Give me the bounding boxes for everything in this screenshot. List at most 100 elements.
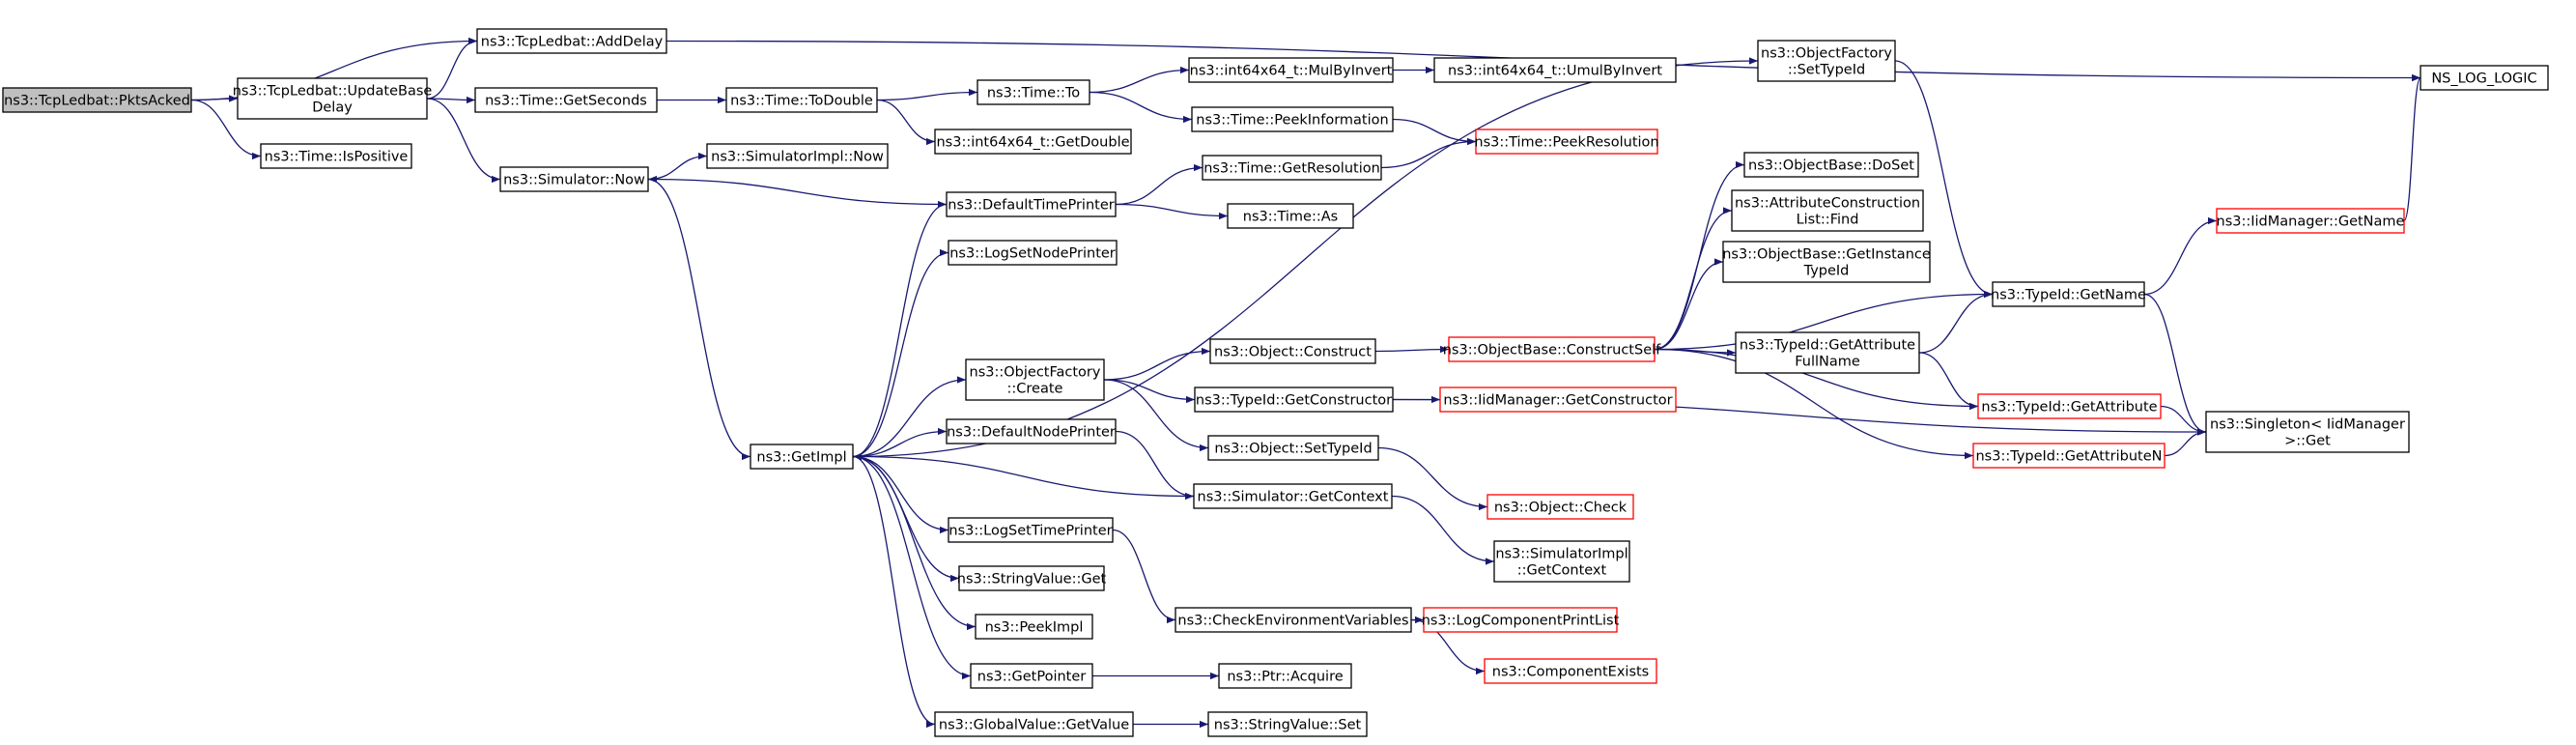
edge-objsettypeid-to-objcheck [1377, 446, 1488, 511]
node-tidgetattrn[interactable]: ns3::TypeId::GetAttributeN [1972, 443, 2166, 469]
edge-line [1391, 495, 1495, 565]
edge-updatebase-to-simnow [426, 98, 501, 184]
edge-ofsettypeid-to-tidgetname [1894, 60, 1994, 299]
node-box [948, 240, 1118, 266]
node-label: ns3::Singleton< IidManager [2210, 417, 2405, 433]
node-checkenv[interactable]: ns3::CheckEnvironmentVariables [1175, 607, 1412, 633]
node-ispositive[interactable]: ns3::Time::IsPositive [260, 143, 412, 169]
edge-getimpl-to-deftimeprinter [852, 200, 948, 458]
edge-line [1654, 348, 1974, 460]
node-getseconds[interactable]: ns3::Time::GetSeconds [474, 87, 658, 113]
node-simgetcontext[interactable]: ns3::Simulator::GetContext [1193, 483, 1393, 509]
node-label: ns3::Time::GetSeconds [485, 94, 647, 109]
node-adddelay[interactable]: ns3::TcpLedbat::AddDelay [476, 28, 667, 54]
node-peekres[interactable]: ns3::Time::PeekResolution [1474, 129, 1659, 155]
node-box [706, 143, 889, 169]
node-ofcreate[interactable]: ns3::ObjectFactory::Create [965, 358, 1105, 401]
node-logcomplist[interactable]: ns3::LogComponentPrintList [1422, 607, 1620, 633]
node-simimplnow[interactable]: ns3::SimulatorImpl::Now [706, 143, 889, 169]
edge-line [1654, 348, 1979, 411]
edge-tidgetname-to-singletonget [2143, 293, 2207, 436]
node-getdouble[interactable]: ns3::int64x64_t::GetDouble [934, 129, 1132, 155]
edge-line [852, 427, 948, 458]
node-label: ns3::TypeId::GetAttributeN [1975, 449, 2162, 465]
node-mulbyinvert[interactable]: ns3::int64x64_t::MulByInvert [1188, 57, 1394, 83]
node-label: ns3::ObjectBase::DoSet [1748, 158, 1914, 174]
node-obconstructself[interactable]: ns3::ObjectBase::ConstructSelf [1443, 336, 1661, 362]
edge-line [852, 455, 972, 680]
edge-objconstruct-to-obconstructself [1374, 345, 1450, 354]
edge-line [1410, 618, 1486, 675]
edge-line [2143, 293, 2207, 436]
node-tidgetctor[interactable]: ns3::TypeId::GetConstructor [1194, 387, 1394, 413]
edges-layer [190, 37, 2421, 729]
node-iidgetctor[interactable]: ns3::IidManager::GetConstructor [1439, 387, 1677, 413]
node-timeto[interactable]: ns3::Time::To [977, 79, 1090, 105]
node-label: ns3::int64x64_t::UmulByInvert [1448, 64, 1662, 79]
node-simnow[interactable]: ns3::Simulator::Now [499, 166, 649, 192]
node-todouble[interactable]: ns3::Time::ToDouble [725, 87, 878, 113]
node-objcheck[interactable]: ns3::Object::Check [1486, 494, 1634, 520]
edge-obconstructself-to-attrfind [1654, 207, 1733, 351]
node-objsettypeid[interactable]: ns3::Object::SetTypeId [1207, 435, 1379, 461]
node-label: ns3::ObjectBase::GetInstance [1722, 247, 1931, 263]
edge-line [1918, 352, 1979, 411]
node-objconstruct[interactable]: ns3::Object::Construct [1209, 338, 1376, 364]
node-label: Delay [312, 100, 353, 116]
nodes-layer: ns3::TcpLedbat::PktsAcked ns3::TcpLedbat:… [2, 28, 2549, 737]
node-box [1194, 387, 1394, 413]
node-peekimpl[interactable]: ns3::PeekImpl [975, 614, 1093, 640]
node-simimplgetctx[interactable]: ns3::SimulatorImpl::GetContext [1493, 540, 1630, 583]
edge-line [1377, 446, 1488, 511]
edge-simnow-to-getimpl [647, 178, 751, 461]
node-box [260, 143, 412, 169]
edge-line [1918, 290, 1994, 354]
node-singletonget[interactable]: ns3::Singleton< IidManager >::Get [2205, 411, 2410, 453]
node-box [1493, 540, 1630, 583]
edge-line [1392, 118, 1477, 146]
node-tidgetattr[interactable]: ns3::TypeId::GetAttribute [1977, 393, 2162, 419]
node-nslog[interactable]: NS_LOG_LOGIC [2420, 65, 2549, 91]
edge-line [1089, 66, 1190, 94]
node-compexists[interactable]: ns3::ComponentExists [1484, 658, 1657, 684]
node-gvgetvalue[interactable]: ns3::GlobalValue::GetValue [934, 711, 1134, 737]
node-label: ns3::IidManager::GetName [2217, 215, 2405, 230]
node-ofsettypeid[interactable]: ns3::ObjectFactory::SetTypeId [1757, 40, 1896, 82]
edge-line [852, 248, 949, 458]
node-timeas[interactable]: ns3::Time::As [1227, 203, 1354, 229]
edge-getimpl-to-strget [852, 455, 960, 583]
edge-ofcreate-to-tidgetctor [1103, 379, 1196, 404]
node-box [1735, 331, 1920, 374]
node-label: ns3::int64x64_t::GetDouble [936, 135, 1129, 151]
node-pktsacked: ns3::TcpLedbat::PktsAcked [2, 87, 192, 113]
node-umulbyinvert[interactable]: ns3::int64x64_t::UmulByInvert [1433, 57, 1677, 83]
node-getpointer[interactable]: ns3::GetPointer [970, 663, 1093, 689]
node-iidgetname[interactable]: ns3::IidManager::GetName [2216, 208, 2405, 234]
edge-line [1894, 60, 1994, 299]
node-box [2216, 208, 2405, 234]
edge-defnodeprinter-to-simgetcontext [1115, 430, 1195, 501]
node-logtimeprinter[interactable]: ns3::LogSetTimePrinter [948, 517, 1114, 543]
node-getimpl[interactable]: ns3::GetImpl [750, 444, 854, 470]
node-lognodeprinter[interactable]: ns3::LogSetNodePrinter [948, 240, 1118, 266]
edge-tidgetname-to-iidgetname [2143, 216, 2218, 296]
node-ptracquire[interactable]: ns3::Ptr::Acquire [1218, 663, 1352, 689]
node-deftimeprinter[interactable]: ns3::DefaultTimePrinter [946, 191, 1117, 217]
node-obdoset[interactable]: ns3::ObjectBase::DoSet [1743, 152, 1919, 178]
node-label: ns3::StringValue::Set [1214, 718, 1362, 733]
edge-line [852, 200, 948, 458]
node-box [1218, 663, 1352, 689]
node-getres[interactable]: ns3::Time::GetResolution [1202, 155, 1382, 181]
node-defnodeprinter[interactable]: ns3::DefaultNodePrinter [946, 418, 1117, 444]
node-peekinfo[interactable]: ns3::Time::PeekInformation [1191, 106, 1394, 132]
node-tidgetname[interactable]: ns3::TypeId::GetName [1991, 281, 2146, 307]
node-strset[interactable]: ns3::StringValue::Set [1207, 711, 1368, 737]
node-strget[interactable]: ns3::StringValue::Get [957, 565, 1107, 591]
node-label: ns3::GetImpl [756, 450, 846, 466]
edge-line [1103, 379, 1196, 404]
edge-line [1115, 163, 1203, 206]
